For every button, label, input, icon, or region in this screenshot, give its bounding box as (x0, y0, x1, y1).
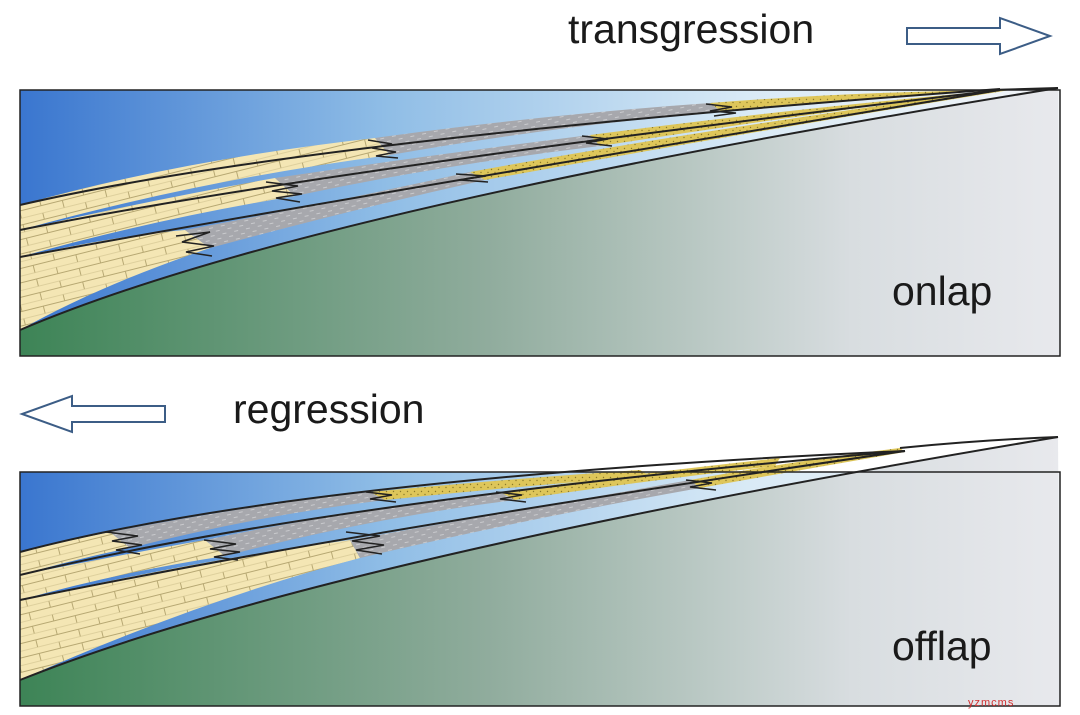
limestone-layer (20, 540, 225, 600)
pattern-label-onlap: onlap (892, 268, 993, 314)
facies-boundary (265, 181, 303, 203)
shale-layer (185, 172, 485, 248)
bedding-surface (19, 89, 1001, 231)
limestone-layer (20, 138, 390, 230)
limestone-layer (20, 178, 295, 257)
facies-boundary (105, 531, 143, 555)
limestone-layer (20, 230, 210, 330)
sandstone-layer (370, 470, 650, 500)
facies-boundary (581, 135, 613, 147)
bedding-surface (19, 88, 1001, 206)
sandstone-layer (470, 90, 1010, 180)
bedding-surface (19, 436, 1059, 681)
facies-boundary (203, 539, 241, 561)
facies-boundary (455, 173, 489, 183)
watermark: yzmcms (968, 697, 1015, 709)
panel-top (19, 87, 1061, 357)
panel-frame (19, 89, 1061, 357)
facies-boundary (365, 491, 397, 503)
shale-layer (350, 480, 700, 558)
facies-boundary (175, 231, 215, 257)
facies-boundary (345, 531, 385, 555)
bedding-surface (19, 87, 1059, 331)
limestone-layer (20, 532, 130, 575)
basement-rock (20, 437, 1060, 706)
shale-layer (110, 492, 385, 548)
basement-rock (20, 88, 1060, 356)
limestone-layer (20, 540, 360, 680)
facies-boundary (705, 103, 737, 117)
land-surface (899, 436, 1059, 449)
shale-layer (205, 492, 515, 556)
process-label-transgression: transgression (568, 6, 815, 52)
process-label-regression: regression (233, 386, 425, 432)
bedding-surface (19, 89, 1001, 258)
panel-frame (19, 471, 1061, 707)
bedding-surface (19, 450, 906, 576)
facies-boundary (367, 139, 399, 159)
arrow-left-icon (19, 394, 166, 434)
facies-boundary (495, 491, 527, 503)
pattern-label-offlap: offlap (892, 623, 992, 669)
bedding-surface (19, 450, 906, 601)
sandstone-layer (590, 90, 1000, 146)
panel-bottom (19, 436, 1061, 707)
arrow-right-icon (906, 16, 1053, 56)
facies-boundary (685, 479, 717, 491)
shale-layer (375, 103, 722, 155)
